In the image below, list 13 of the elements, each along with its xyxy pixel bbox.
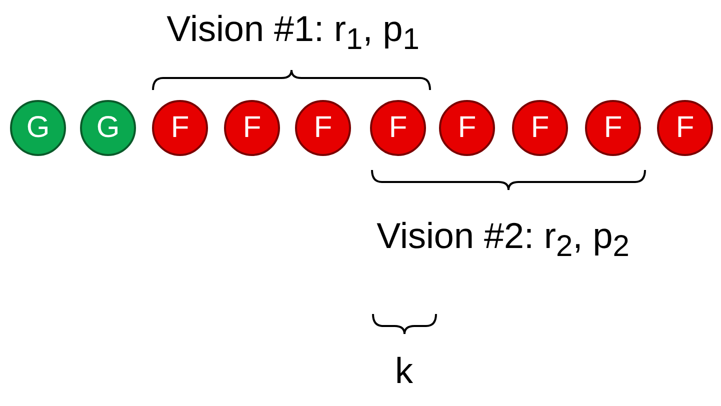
circle-node: G: [10, 100, 66, 156]
circle-node: F: [224, 100, 280, 156]
bracket-label: k: [395, 350, 413, 392]
circle-node: F: [152, 100, 208, 156]
bracket-label: Vision #1: r$_{1}$, p$_{1}$: [166, 8, 420, 58]
circle-node: F: [512, 100, 568, 156]
circle-node: F: [585, 100, 641, 156]
circle-node: F: [295, 100, 351, 156]
circle-node: G: [80, 100, 136, 156]
circle-node: F: [657, 100, 713, 156]
circle-node: F: [370, 100, 426, 156]
bracket-label: Vision #2: r$_{2}$, p$_{2}$: [376, 215, 630, 264]
circle-node: F: [439, 100, 495, 156]
